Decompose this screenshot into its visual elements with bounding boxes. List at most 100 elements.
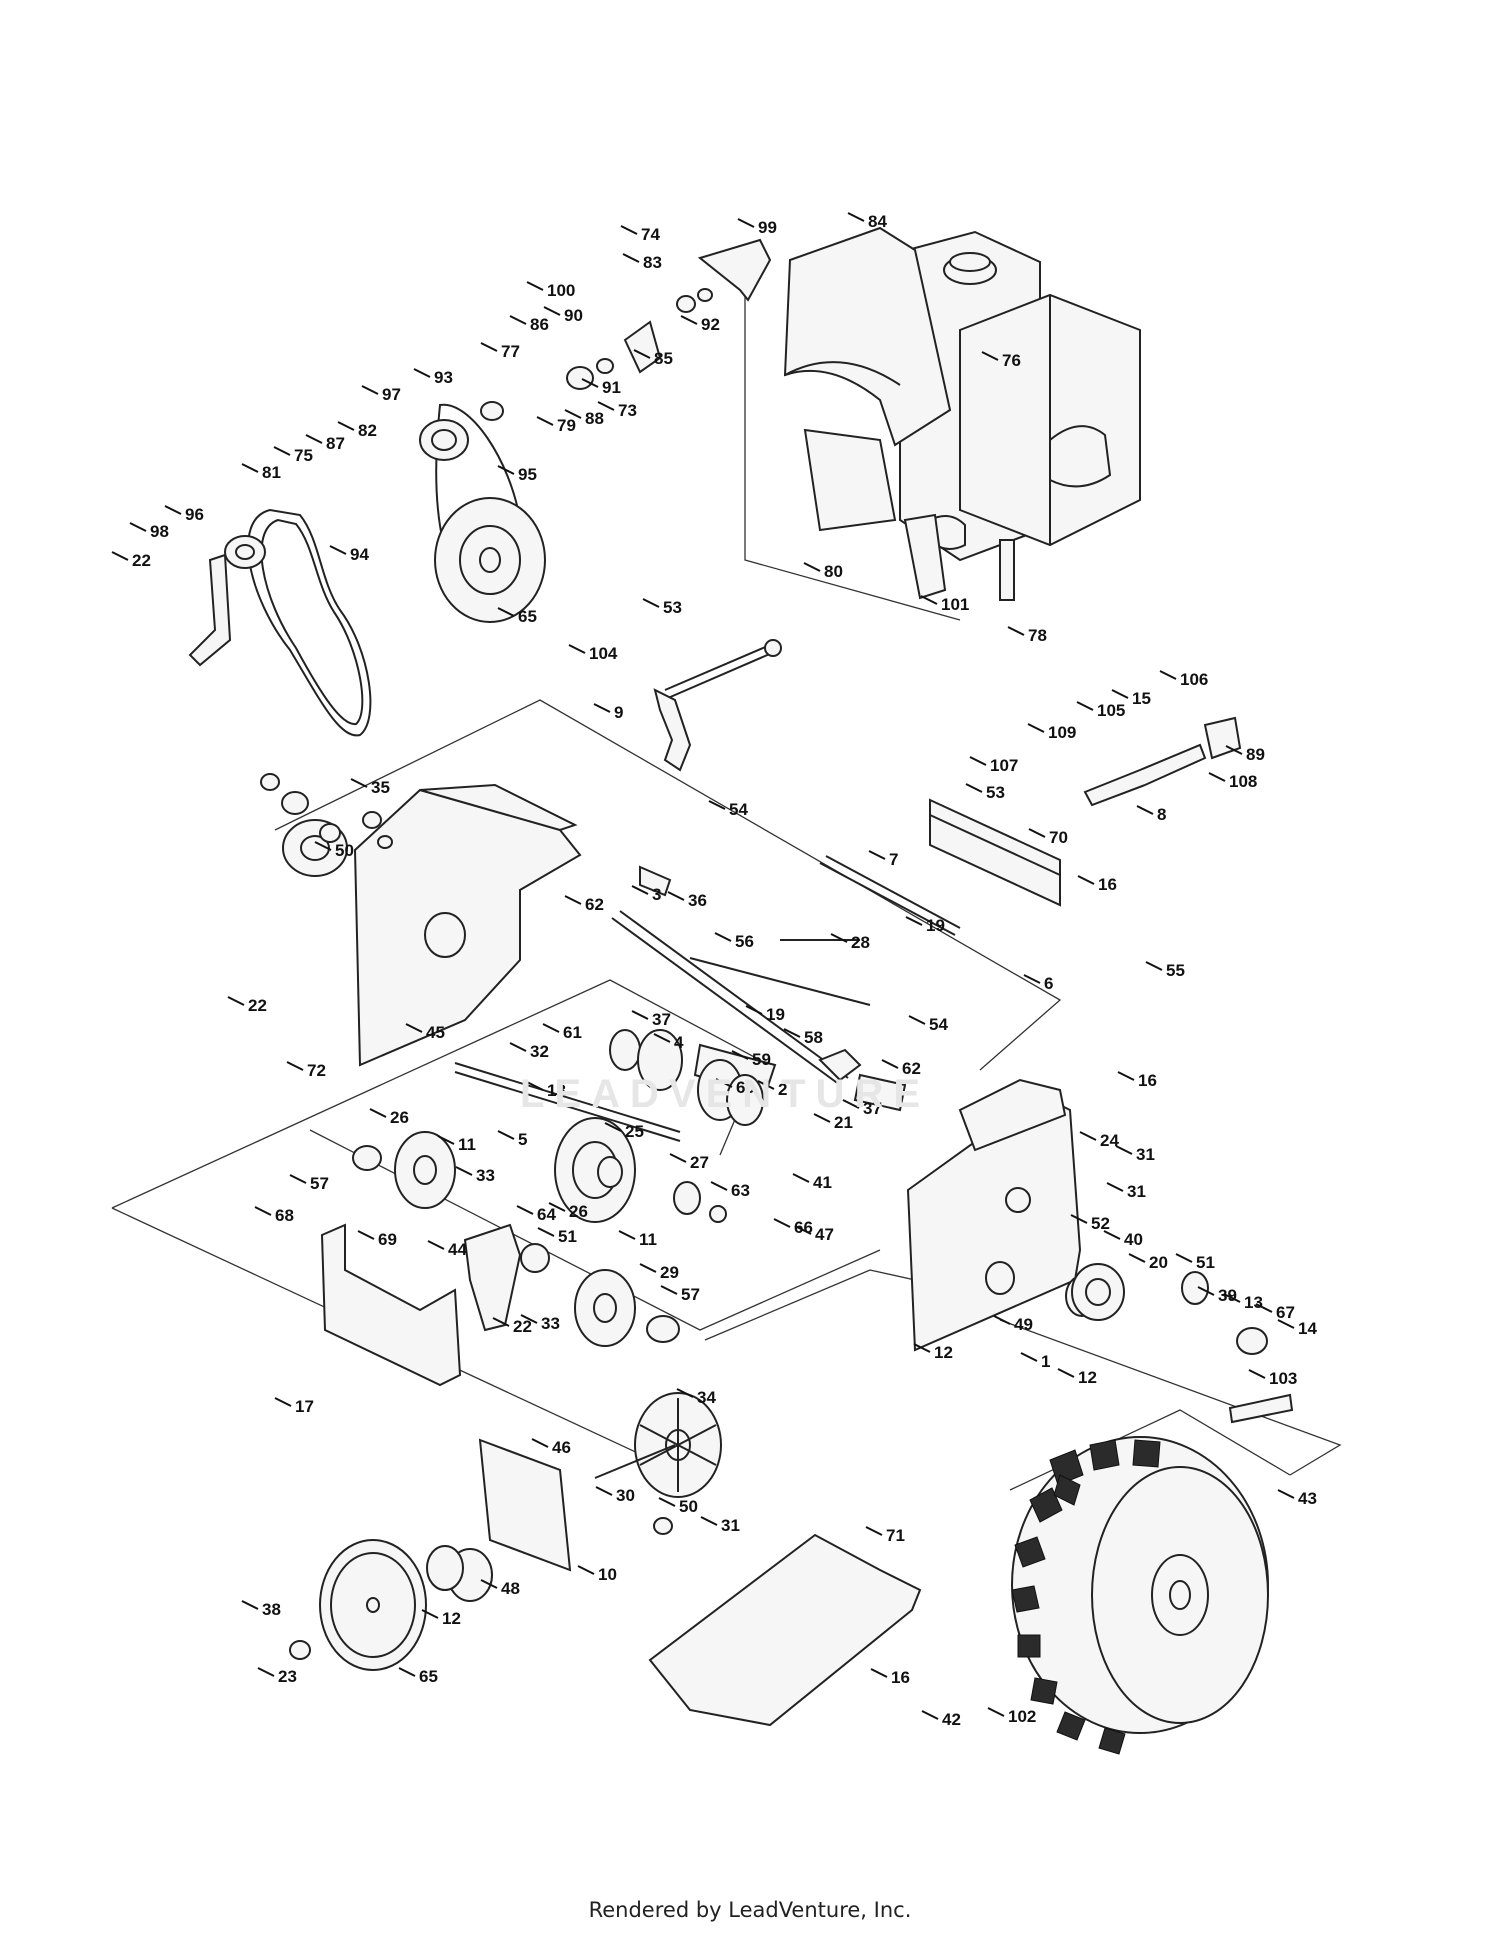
callout-10: 10	[577, 1565, 617, 1584]
callout-leader	[455, 1166, 473, 1176]
callout-leader	[597, 401, 615, 411]
callout-83: 83	[622, 253, 662, 272]
callout-leader	[526, 281, 544, 291]
callout-87: 87	[305, 434, 345, 453]
callout-label: 84	[868, 212, 887, 231]
callout-leader	[1076, 701, 1094, 711]
callout-42: 42	[921, 1710, 961, 1729]
callout-label: 7	[889, 850, 898, 869]
callout-label: 101	[941, 595, 969, 614]
callout-46: 46	[531, 1438, 571, 1457]
callout-label: 57	[681, 1285, 700, 1304]
callout-leader	[639, 1263, 657, 1273]
callout-label: 74	[641, 225, 660, 244]
belt-drive	[188, 238, 772, 737]
callout-18: 18	[526, 1081, 566, 1100]
callout-40: 40	[1103, 1230, 1143, 1249]
callout-label: 37	[863, 1099, 882, 1118]
callout-leader	[731, 1050, 749, 1060]
callout-3: 3	[631, 885, 661, 904]
callout-1: 1	[1020, 1352, 1050, 1371]
callout-leader	[497, 1130, 515, 1140]
callout-31: 31	[1106, 1182, 1146, 1201]
callout-label: 12	[934, 1343, 953, 1362]
callout-8: 8	[1136, 805, 1166, 824]
callout-leader	[427, 1240, 445, 1250]
callout-label: 22	[248, 996, 267, 1015]
callout-leader	[531, 1438, 549, 1448]
callout-label: 42	[942, 1710, 961, 1729]
callout-label: 5	[518, 1130, 527, 1149]
callout-70: 70	[1028, 828, 1068, 847]
callout-82: 82	[337, 421, 377, 440]
callout-leader	[920, 595, 938, 605]
callout-leader	[564, 895, 582, 905]
callout-leader	[667, 891, 685, 901]
callout-label: 62	[585, 895, 604, 914]
callout-label: 64	[537, 1205, 556, 1224]
callout-102: 102	[987, 1707, 1036, 1726]
callout-label: 99	[758, 218, 777, 237]
callout-leader	[783, 1028, 801, 1038]
callout-15: 15	[1111, 689, 1151, 708]
callout-11: 11	[618, 1230, 657, 1249]
callout-leader	[577, 1565, 595, 1575]
callout-leader	[593, 703, 611, 713]
callout-43: 43	[1277, 1489, 1317, 1508]
callout-91: 91	[581, 378, 621, 397]
callout-leader	[314, 841, 332, 851]
callout-leader	[480, 1579, 498, 1589]
center-shafts	[352, 855, 961, 1347]
callout-label: 54	[929, 1015, 948, 1034]
callout-leader	[633, 349, 651, 359]
callout-label: 40	[1124, 1230, 1143, 1249]
wheel	[1011, 1436, 1269, 1755]
callout-101: 101	[920, 595, 969, 614]
callout-32: 32	[509, 1042, 549, 1061]
shift-arm	[653, 639, 782, 772]
callout-label: 33	[476, 1166, 495, 1185]
lower-assembly	[289, 1392, 722, 1671]
callout-label: 109	[1048, 723, 1076, 742]
callout-label: 35	[371, 778, 390, 797]
callout-leader	[129, 522, 147, 532]
callout-86: 86	[509, 315, 549, 334]
callout-47: 47	[794, 1225, 834, 1244]
callout-label: 26	[390, 1108, 409, 1127]
callout-leader	[658, 1497, 676, 1507]
callout-label: 61	[563, 1023, 582, 1042]
callout-leader	[1111, 689, 1129, 699]
callout-28: 28	[830, 933, 870, 952]
skid-plate	[648, 1533, 922, 1727]
callout-leader	[965, 783, 983, 793]
callout-leader	[595, 1486, 613, 1496]
callout-leader	[421, 1609, 439, 1619]
callout-37: 37	[631, 1010, 671, 1029]
callout-label: 44	[448, 1240, 467, 1259]
callout-85: 85	[633, 349, 673, 368]
callout-leader	[908, 1015, 926, 1025]
callout-label: 65	[419, 1667, 438, 1686]
callout-25: 25	[604, 1122, 644, 1141]
callout-label: 57	[310, 1174, 329, 1193]
callout-leader	[273, 446, 291, 456]
callout-leader	[1020, 1352, 1038, 1362]
callout-106: 106	[1159, 670, 1208, 689]
callout-leader	[257, 1667, 275, 1677]
callout-81: 81	[241, 463, 281, 482]
callout-53: 53	[965, 783, 1005, 802]
callout-leader	[480, 342, 498, 352]
callout-label: 81	[262, 463, 281, 482]
callout-label: 95	[518, 465, 537, 484]
callout-80: 80	[803, 562, 843, 581]
callout-9: 9	[593, 703, 623, 722]
callout-label: 49	[1014, 1315, 1033, 1334]
callout-leader	[1027, 723, 1045, 733]
callout-22: 22	[227, 996, 267, 1015]
callout-label: 16	[891, 1668, 910, 1687]
callout-54: 54	[708, 800, 748, 819]
callout-6: 6	[1023, 974, 1053, 993]
callout-74: 74	[620, 225, 660, 244]
callout-label: 52	[1091, 1214, 1110, 1233]
callout-label: 77	[501, 342, 520, 361]
